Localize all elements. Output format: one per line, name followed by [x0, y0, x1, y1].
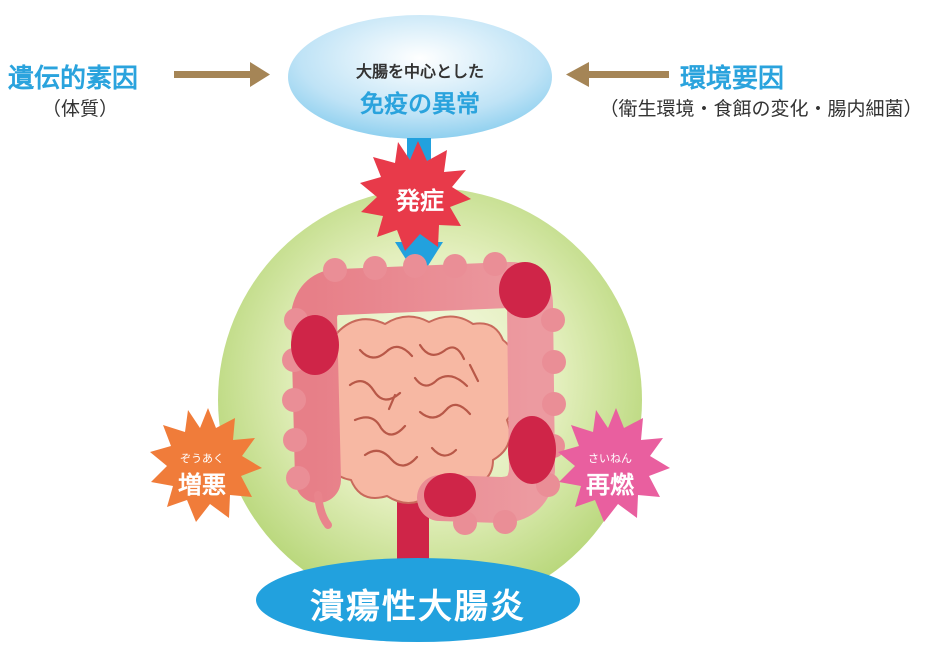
intestine-illustration	[282, 252, 566, 570]
onset-burst	[360, 141, 471, 251]
disease-ellipse	[256, 558, 580, 642]
top-node-line2: 免疫の異常	[360, 90, 480, 118]
worsen-burst	[150, 408, 262, 522]
left-factor-arrow	[174, 62, 270, 87]
top-node-line1: 大腸を中心とした	[355, 62, 484, 81]
relapse-label: 再燃	[586, 471, 634, 499]
worsen-label: 増悪	[178, 471, 226, 499]
onset-label: 発症	[396, 187, 444, 215]
left-factor-title: 遺伝的素因	[8, 64, 139, 94]
inflamed-areas	[291, 262, 556, 517]
disease-label: 潰瘍性大腸炎	[310, 587, 526, 627]
appendix	[314, 491, 332, 529]
right-factor-detail: （衛生環境・食餌の変化・腸内細菌）	[599, 98, 923, 120]
relapse-burst	[558, 408, 670, 522]
right-factor-title: 環境要因	[680, 64, 785, 94]
top-node-ellipse	[288, 15, 552, 139]
right-factor-arrow	[566, 62, 669, 87]
small-intestine	[318, 315, 517, 504]
worsen-ruby: ぞうあく	[180, 452, 224, 465]
relapse-ruby: さいねん	[588, 452, 632, 465]
left-factor-detail: （体質）	[41, 98, 118, 120]
